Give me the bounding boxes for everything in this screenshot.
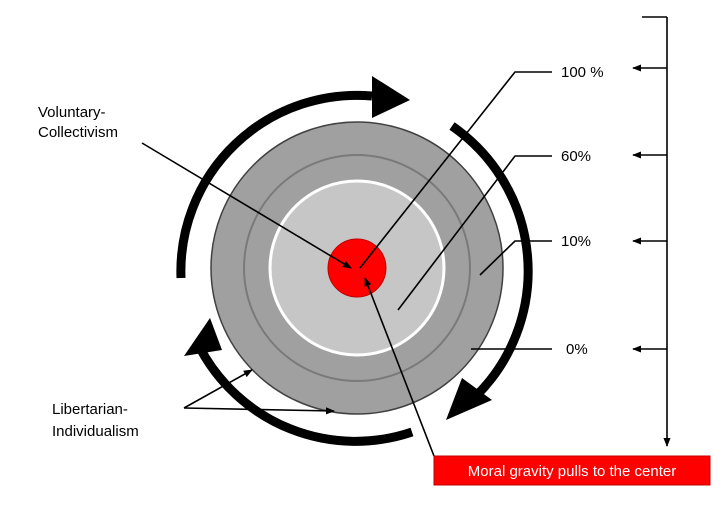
scale-label-100: 100 % <box>561 64 604 81</box>
libertarian-pointer-line-2 <box>183 407 335 415</box>
libertarian-pointer-line-1 <box>183 369 253 409</box>
clockwise-rotation-arrowhead <box>372 76 410 118</box>
clockwise-rotation-arrow-icon <box>449 122 533 400</box>
pointer-60 <box>397 155 552 311</box>
voluntary-label-line1: Voluntary- <box>38 104 106 121</box>
scale-label-0: 0% <box>566 341 588 358</box>
libertarian-label-line1: Libertarian- <box>52 401 128 418</box>
pointer-100 <box>359 71 552 269</box>
pointer-lines <box>141 71 552 457</box>
scale-bracket <box>632 16 671 447</box>
gravity-caption-box: Moral gravity pulls to the center <box>433 455 711 486</box>
caption-background <box>433 455 711 486</box>
middle-ring-line <box>243 154 471 382</box>
voluntary-label-line2: Collectivism <box>38 124 118 141</box>
center-dot <box>327 238 387 298</box>
pointer-10 <box>479 240 552 276</box>
clockwise-rotation-arrow-icon <box>196 345 414 446</box>
scale-label-60: 60% <box>561 148 591 165</box>
clockwise-rotation-arrowhead <box>184 318 222 356</box>
libertarian-label-line2: Individualism <box>52 423 139 440</box>
scale-label-10: 10% <box>561 233 591 250</box>
concentric-circles <box>210 121 504 415</box>
voluntary-pointer-line <box>141 142 352 269</box>
clockwise-rotation-arrowhead <box>446 378 492 420</box>
gravity-pointer-line <box>364 277 435 457</box>
caption-text: Moral gravity pulls to the center <box>468 463 676 480</box>
rotation-arrows <box>176 76 533 446</box>
clockwise-rotation-arrow-icon <box>176 90 373 279</box>
